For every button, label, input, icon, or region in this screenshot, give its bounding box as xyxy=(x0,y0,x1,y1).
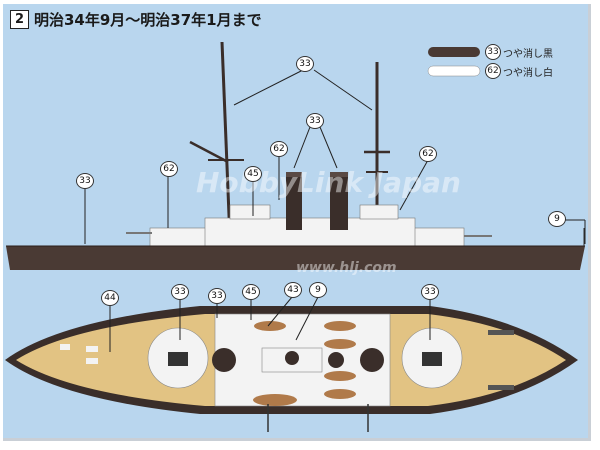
callout-top-vent: 45 xyxy=(242,284,260,300)
top-leaders xyxy=(109,296,431,352)
side-leaders xyxy=(84,69,586,244)
top-view xyxy=(5,306,578,432)
fore-mast xyxy=(220,41,232,241)
callout-side-anchor: 9 xyxy=(548,211,566,227)
legend-swatch-black xyxy=(428,47,480,57)
watermark-url: www.hlj.com xyxy=(296,260,397,276)
watermark-logo: HobbyLink Japan xyxy=(196,166,461,199)
fore-funnel xyxy=(286,172,302,230)
legend-swatch-white xyxy=(427,65,481,77)
page-title: 2 明治34年9月〜明治37年1月まで xyxy=(10,8,262,30)
legend-label-0: つや消し黒 xyxy=(503,49,553,60)
callout-side-funnels: 33 xyxy=(306,113,324,129)
callout-top-deck: 44 xyxy=(101,290,119,306)
callout-top-aft-turret: 33 xyxy=(421,284,439,300)
callout-top-boat-deck: 9 xyxy=(309,282,327,298)
callout-top-boats: 43 xyxy=(284,282,302,298)
forward-turret-side xyxy=(149,227,207,247)
callout-side-bridge: 62 xyxy=(270,141,288,157)
period-title: 明治34年9月〜明治37年1月まで xyxy=(34,10,262,29)
callout-side-mast: 33 xyxy=(296,56,314,72)
callout-top-funnel: 33 xyxy=(208,288,226,304)
legend-code-0: 33 xyxy=(485,44,501,60)
superstructure-side xyxy=(204,217,416,247)
side-view xyxy=(6,41,585,270)
legend-code-1: 62 xyxy=(485,63,501,79)
hull-side xyxy=(6,246,585,270)
legend-label-1: つや消し白 xyxy=(503,68,553,79)
callout-side-aft: 62 xyxy=(419,146,437,162)
callout-side-forward: 62 xyxy=(160,161,178,177)
callout-side-vent: 45 xyxy=(244,166,262,182)
section-number: 2 xyxy=(10,9,29,29)
callout-side-hull: 33 xyxy=(76,173,94,189)
aft-funnel xyxy=(330,172,348,230)
aft-turret-side xyxy=(411,227,465,247)
callout-top-forward-turret: 33 xyxy=(171,284,189,300)
